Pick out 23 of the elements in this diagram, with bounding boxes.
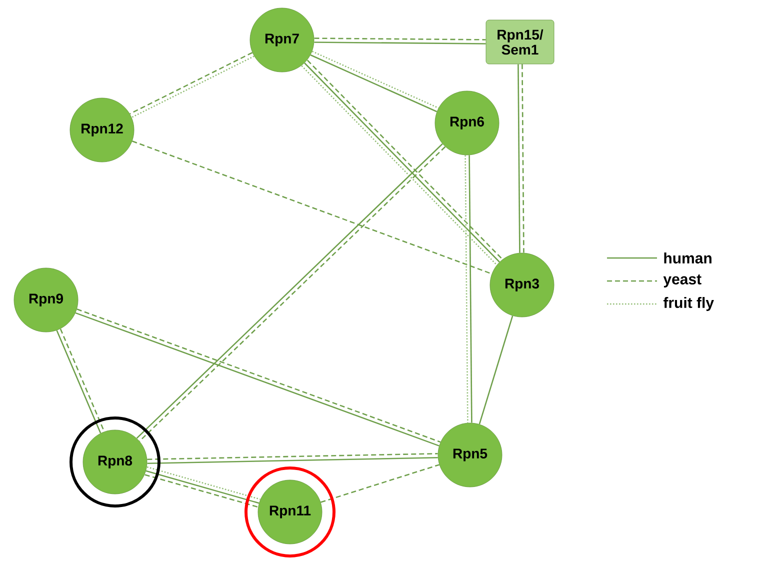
protein-node: Rpn3: [490, 252, 554, 318]
interaction-line: [314, 38, 486, 40]
interaction-line: [147, 452, 438, 460]
protein-node: Rpn12: [70, 98, 134, 162]
protein-node: Rpn8: [82, 430, 148, 494]
interaction-line: [478, 316, 514, 424]
protein-node: Rpn6: [434, 90, 500, 156]
protein-node: Rpn11: [258, 480, 322, 544]
protein-node: Rpn9: [14, 268, 78, 332]
legend-label: yeast: [663, 274, 702, 288]
interaction-line: [464, 155, 468, 423]
protein-node: Rpn7: [250, 8, 314, 72]
protein-node: Rpn5: [438, 422, 502, 488]
interaction-line: [518, 64, 520, 253]
interaction-line: [522, 64, 524, 253]
interaction-line: [468, 155, 472, 423]
legend-label: human: [664, 252, 712, 264]
interaction-line: [132, 140, 492, 274]
interaction-line: [320, 464, 440, 503]
protein-box: Rpn15/ Sem1: [486, 20, 554, 64]
interaction-line: [147, 456, 438, 464]
legend-label: fruit fly: [663, 297, 714, 311]
interaction-line: [314, 42, 486, 44]
